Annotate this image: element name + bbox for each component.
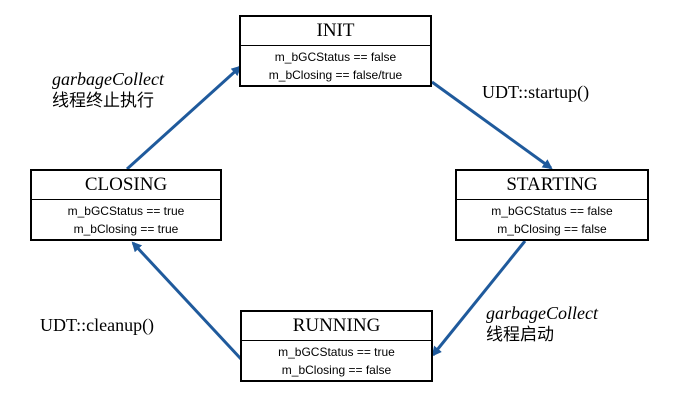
arrow-closing-to-init — [125, 65, 242, 171]
state-running-title: RUNNING — [242, 312, 431, 341]
state-init: INIT m_bGCStatus == false m_bClosing == … — [239, 15, 432, 87]
state-starting-title: STARTING — [457, 171, 647, 200]
state-running: RUNNING m_bGCStatus == true m_bClosing =… — [240, 310, 433, 382]
label-gc-start: garbageCollect 线程启动 — [486, 302, 598, 346]
state-closing-closing: m_bClosing == true — [73, 222, 179, 236]
state-running-closing: m_bClosing == false — [281, 363, 392, 377]
state-closing-gcstatus: m_bGCStatus == true — [67, 204, 185, 218]
state-closing: CLOSING m_bGCStatus == true m_bClosing =… — [30, 169, 222, 241]
state-running-gcstatus: m_bGCStatus == true — [278, 345, 395, 359]
label-gc-start-func: garbageCollect — [486, 303, 598, 323]
state-starting-closing: m_bClosing == false — [497, 222, 607, 236]
label-gc-stop-desc: 线程终止执行 — [52, 91, 154, 111]
state-init-gcstatus: m_bGCStatus == false — [274, 50, 397, 64]
arrow-starting-to-running — [431, 240, 527, 357]
label-gc-stop-func: garbageCollect — [52, 69, 164, 89]
state-closing-title: CLOSING — [32, 171, 220, 200]
label-startup: UDT::startup() — [482, 82, 590, 102]
arrow-init-to-starting — [431, 80, 553, 170]
label-gc-stop: garbageCollect 线程终止执行 — [52, 68, 164, 112]
state-starting-gcstatus: m_bGCStatus == false — [491, 204, 613, 218]
state-starting: STARTING m_bGCStatus == false m_bClosing… — [455, 169, 649, 241]
state-init-closing: m_bClosing == false/true — [268, 68, 403, 82]
label-gc-start-desc: 线程启动 — [486, 325, 554, 345]
state-init-title: INIT — [241, 17, 430, 46]
arrow-running-to-closing — [131, 241, 243, 361]
label-cleanup: UDT::cleanup() — [40, 315, 155, 335]
